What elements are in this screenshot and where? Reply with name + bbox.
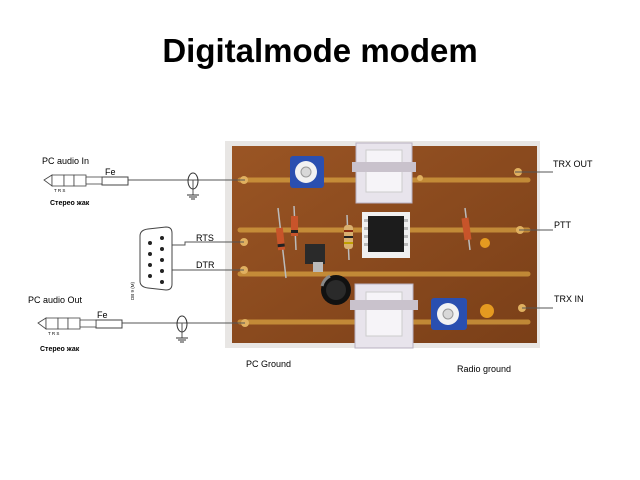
ground-symbol-top (187, 172, 199, 200)
label-trx-in: TRX IN (554, 294, 584, 304)
ferrite-core-bottom (350, 283, 418, 349)
pcb-board (225, 141, 540, 349)
ceramic-capacitor-2 (480, 304, 494, 318)
label-stereo-jack-top: Стерео жак (50, 200, 90, 207)
label-radio-ground: Radio ground (457, 364, 512, 374)
label-pc-ground: PC Ground (246, 359, 292, 369)
ceramic-capacitor-1 (480, 238, 490, 248)
page-title: Digitalmode modem (162, 32, 478, 69)
label-stereo-jack-bottom: Стерео жак (40, 346, 80, 353)
label-dtr: DTR (196, 260, 215, 270)
diode-ptt (461, 207, 472, 251)
ferrite-box-top (101, 176, 129, 186)
electrolytic-capacitor (320, 274, 351, 305)
label-trx-out: TRX OUT (553, 159, 593, 169)
label-fe-top: Fe (105, 167, 116, 177)
label-jack-pins-top: T R S (54, 188, 66, 193)
label-jack-pins-bottom: T R S (48, 331, 60, 336)
label-rts: RTS (196, 233, 214, 243)
label-pc-audio-out: PC audio Out (28, 295, 83, 305)
diode-1 (275, 207, 287, 279)
potentiometer-top (290, 156, 324, 188)
stereo-jack-bottom (37, 317, 97, 330)
label-db9: DB 9 (M) (130, 282, 135, 300)
label-fe-bottom: Fe (97, 310, 108, 320)
potentiometer-bottom (431, 298, 467, 330)
diode-2 (291, 205, 298, 251)
label-ptt: PTT (554, 220, 571, 230)
transistor (305, 244, 325, 272)
label-pc-audio-in: PC audio In (42, 156, 90, 166)
db9-connector (139, 226, 173, 291)
ic-chip (362, 212, 410, 258)
resistor (344, 214, 353, 261)
ferrite-core-top (352, 142, 416, 204)
stereo-jack-top (43, 174, 103, 187)
ground-symbol-bottom (176, 315, 188, 343)
ferrite-box-bottom (95, 319, 123, 329)
